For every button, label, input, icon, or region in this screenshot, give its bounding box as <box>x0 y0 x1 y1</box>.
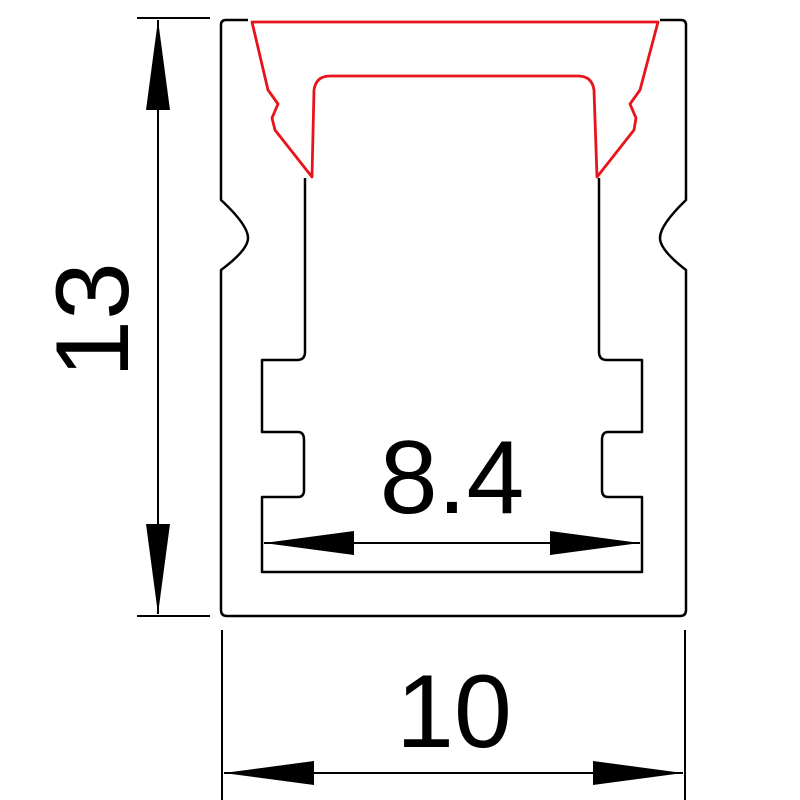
outer-width-label: 10 <box>396 654 512 770</box>
height-label: 13 <box>35 262 151 378</box>
diffuser-cover <box>250 20 660 179</box>
channel-outer-wall <box>219 18 688 618</box>
height-arrow-top <box>146 20 170 110</box>
inner-width-arrow-right <box>550 531 640 555</box>
height-dimension: 13 <box>35 17 210 617</box>
aluminium-channel <box>219 18 688 618</box>
inner-width-arrow-left <box>264 531 354 555</box>
outer-width-arrow-right <box>593 761 683 785</box>
inner-width-label: 8.4 <box>380 420 525 536</box>
height-arrow-bottom <box>146 524 170 614</box>
outer-width-dimension: 10 <box>221 630 686 800</box>
channel-inner-wall-left <box>260 178 644 574</box>
outer-width-arrow-left <box>224 761 314 785</box>
inner-width-dimension: 8.4 <box>264 420 640 555</box>
